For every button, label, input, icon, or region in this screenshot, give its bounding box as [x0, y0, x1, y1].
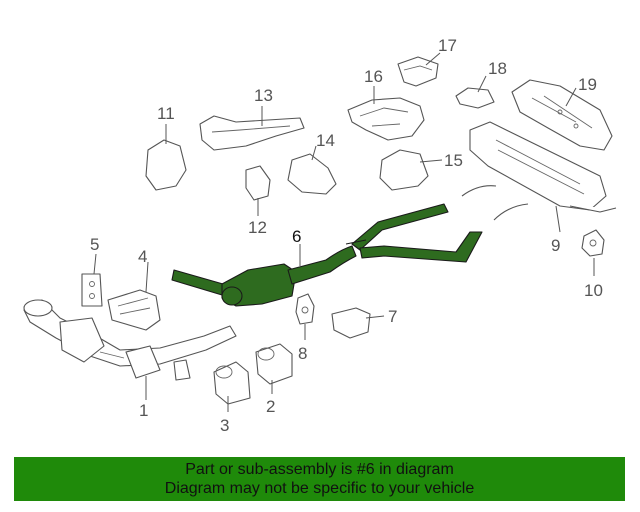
leader-9	[555, 205, 561, 233]
callout-5[interactable]: 5	[90, 235, 99, 254]
callout-3[interactable]: 3	[220, 416, 229, 435]
callout-6[interactable]: 6	[292, 227, 301, 246]
callout-9[interactable]: 9	[551, 236, 560, 255]
callout-12[interactable]: 12	[248, 218, 267, 237]
callout-16[interactable]: 16	[364, 67, 383, 86]
leader-19	[565, 87, 577, 107]
part-12-heat-shield[interactable]	[245, 165, 271, 201]
part-6-exhaust-pipe-assembly[interactable]	[171, 203, 483, 307]
leader-17	[425, 52, 441, 66]
part-4-bracket[interactable]	[107, 289, 161, 331]
part-2-clamp[interactable]	[255, 343, 293, 385]
part-15-heat-shield[interactable]	[379, 149, 429, 191]
part-5-plate[interactable]	[81, 273, 103, 307]
part-1-front-pipe-catalytic-converter[interactable]	[23, 299, 237, 381]
banner-line-1: Part or sub-assembly is #6 in diagram	[185, 461, 454, 478]
callout-13[interactable]: 13	[254, 86, 273, 105]
part-16-heat-shield[interactable]	[347, 97, 425, 141]
callout-2[interactable]: 2	[266, 397, 275, 416]
part-18-bracket[interactable]	[455, 87, 495, 109]
callout-7[interactable]: 7	[388, 307, 397, 326]
part-info-banner: Part or sub-assembly is #6 in diagram Di…	[14, 457, 625, 501]
exhaust-parts-diagram: 17 16 18 19 13 11 14 15	[23, 36, 617, 435]
part-17-heat-shield[interactable]	[397, 56, 439, 87]
part-10-hanger[interactable]	[581, 229, 605, 257]
callout-17[interactable]: 17	[438, 36, 457, 55]
part-11-heat-shield[interactable]	[145, 139, 187, 191]
callout-18[interactable]: 18	[488, 59, 507, 78]
leader-5	[93, 253, 97, 275]
part-8-hanger[interactable]	[295, 293, 315, 325]
leader-4	[145, 261, 149, 293]
part-19-heat-shield[interactable]	[511, 79, 613, 151]
part-7-bracket[interactable]	[331, 307, 371, 339]
callout-14[interactable]: 14	[316, 131, 335, 150]
part-9-rear-muffler[interactable]	[461, 121, 617, 221]
leader-18	[477, 75, 487, 93]
callout-4[interactable]: 4	[138, 247, 147, 266]
banner-line-2: Diagram may not be specific to your vehi…	[164, 480, 475, 497]
callout-8[interactable]: 8	[298, 344, 307, 363]
part-13-heat-shield[interactable]	[199, 115, 305, 151]
callout-19[interactable]: 19	[578, 75, 597, 94]
callout-1[interactable]: 1	[139, 401, 148, 420]
callout-10[interactable]: 10	[584, 281, 603, 300]
callout-15[interactable]: 15	[444, 151, 463, 170]
leader-14	[311, 145, 317, 161]
leader-15	[419, 159, 443, 163]
part-3-clamp[interactable]	[213, 361, 251, 405]
callout-11[interactable]: 11	[157, 104, 175, 123]
leader-7	[365, 315, 385, 319]
